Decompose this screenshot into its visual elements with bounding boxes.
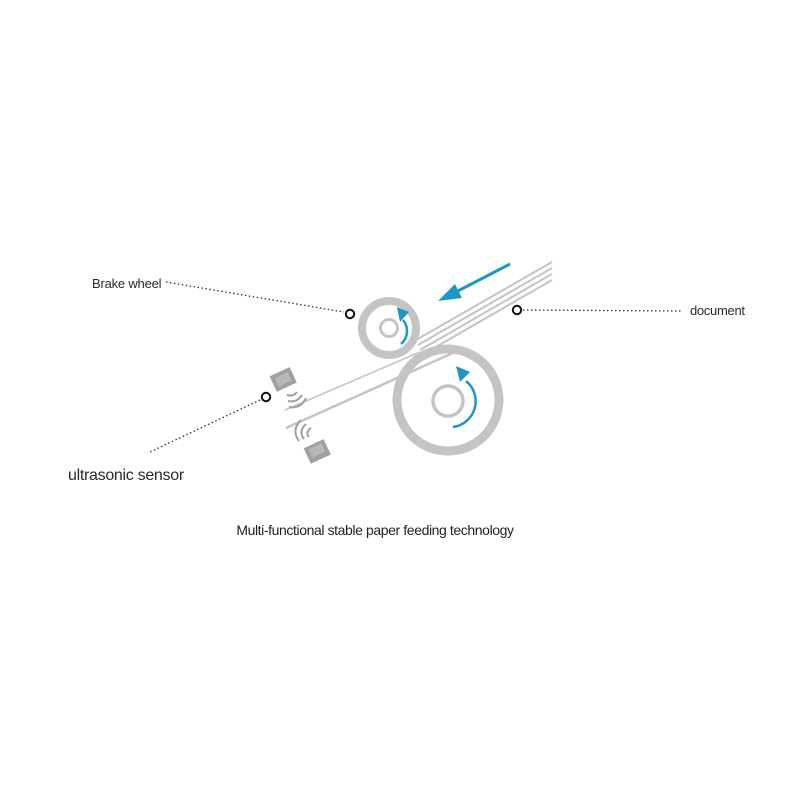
paper-path-line [285, 350, 456, 430]
document-label: document [690, 303, 745, 318]
document-leader-line [522, 309, 683, 312]
paper-path-line-upper [284, 351, 421, 411]
brake-wheel [358, 297, 420, 359]
ultrasonic-sensor-upper-icon [269, 367, 307, 409]
feed-roller [392, 344, 504, 456]
ultrasonic-sensor-label: ultrasonic sensor [68, 467, 184, 484]
brake-wheel-marker-icon [344, 308, 356, 320]
brake-wheel-leader-line [165, 281, 345, 313]
document-stack [415, 261, 553, 356]
ultrasonic-sensor-leader-line [149, 399, 261, 453]
ultrasonic-sensor-lower-icon [294, 419, 331, 464]
brake-wheel-label: Brake wheel [92, 276, 162, 291]
brake-rotation-arrow-icon [400, 319, 409, 345]
feed-direction-arrow-icon [438, 262, 511, 301]
document-marker-icon [511, 304, 523, 316]
diagram-caption: Multi-functional stable paper feeding te… [236, 522, 514, 538]
ultrasonic-sensor-marker-icon [260, 391, 272, 403]
roller-rotation-arrow-icon [452, 380, 477, 429]
